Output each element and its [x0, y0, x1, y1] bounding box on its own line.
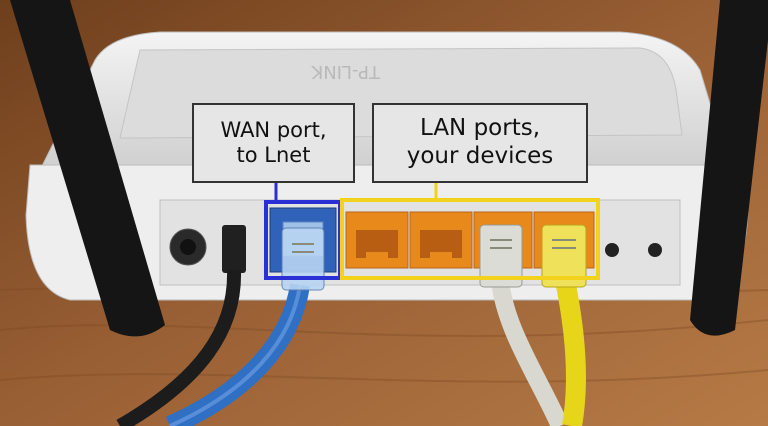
- power-button: [222, 225, 246, 273]
- wps-hole: [648, 243, 662, 257]
- grey-cable: [491, 278, 569, 426]
- lan-callout: LAN ports, your devices: [372, 103, 588, 183]
- lan-callout-line2: your devices: [406, 143, 554, 169]
- wan-callout-line2: to Lnet: [236, 143, 311, 167]
- left-antenna: [10, 0, 165, 337]
- router-logo: TP-LINK: [310, 61, 381, 82]
- blue-plug: [281, 227, 325, 291]
- wan-callout-line1: WAN port,: [220, 117, 327, 142]
- lan-highlight-box: [340, 198, 600, 280]
- right-antenna: [690, 0, 768, 336]
- lan-callout-line1: LAN ports,: [419, 115, 541, 142]
- wan-callout: WAN port, to Lnet: [192, 103, 355, 183]
- yellow-cable: [555, 278, 586, 426]
- reset-hole: [605, 243, 619, 257]
- black-cable: [116, 269, 242, 426]
